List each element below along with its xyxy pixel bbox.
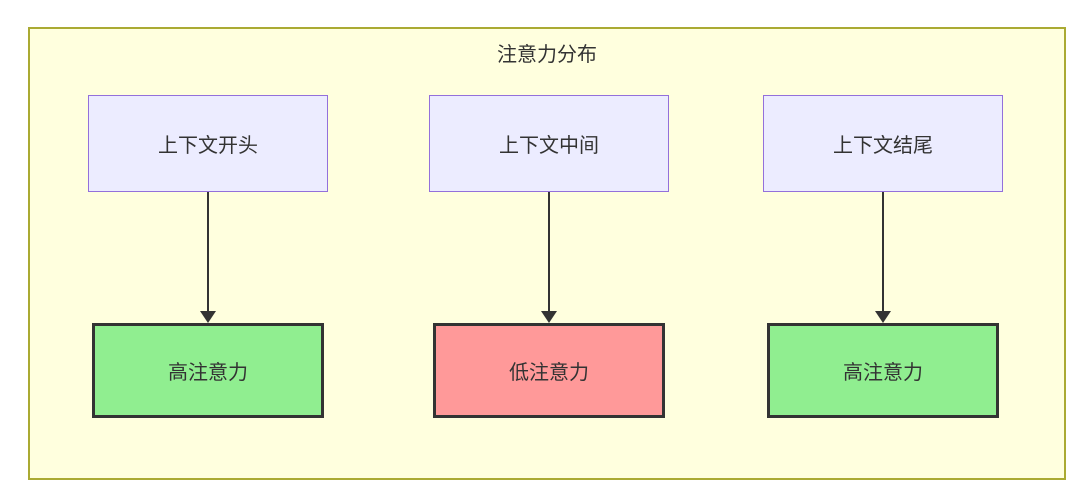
target-node-attention: 低注意力 [433, 323, 665, 418]
source-node-context-middle: 上下文中间 [429, 95, 669, 192]
flow-column-middle: 上下文中间 低注意力 [419, 29, 679, 478]
flow-column-start: 上下文开头 高注意力 [78, 29, 338, 478]
arrow [200, 192, 216, 323]
target-node-attention: 高注意力 [767, 323, 999, 418]
arrow-line [548, 192, 550, 311]
flow-column-end: 上下文结尾 高注意力 [753, 29, 1013, 478]
arrow-line [207, 192, 209, 311]
diagram-container: 注意力分布 上下文开头 高注意力 上下文中间 低注意力 上下文结尾 高注意力 [28, 27, 1066, 480]
target-node-attention: 高注意力 [92, 323, 324, 418]
arrow-down-icon [200, 311, 216, 323]
diagram-title: 注意力分布 [497, 44, 597, 66]
arrow [541, 192, 557, 323]
source-node-context-start: 上下文开头 [88, 95, 328, 192]
arrow-down-icon [541, 311, 557, 323]
arrow-line [882, 192, 884, 311]
source-node-context-end: 上下文结尾 [763, 95, 1003, 192]
arrow-down-icon [875, 311, 891, 323]
arrow [875, 192, 891, 323]
